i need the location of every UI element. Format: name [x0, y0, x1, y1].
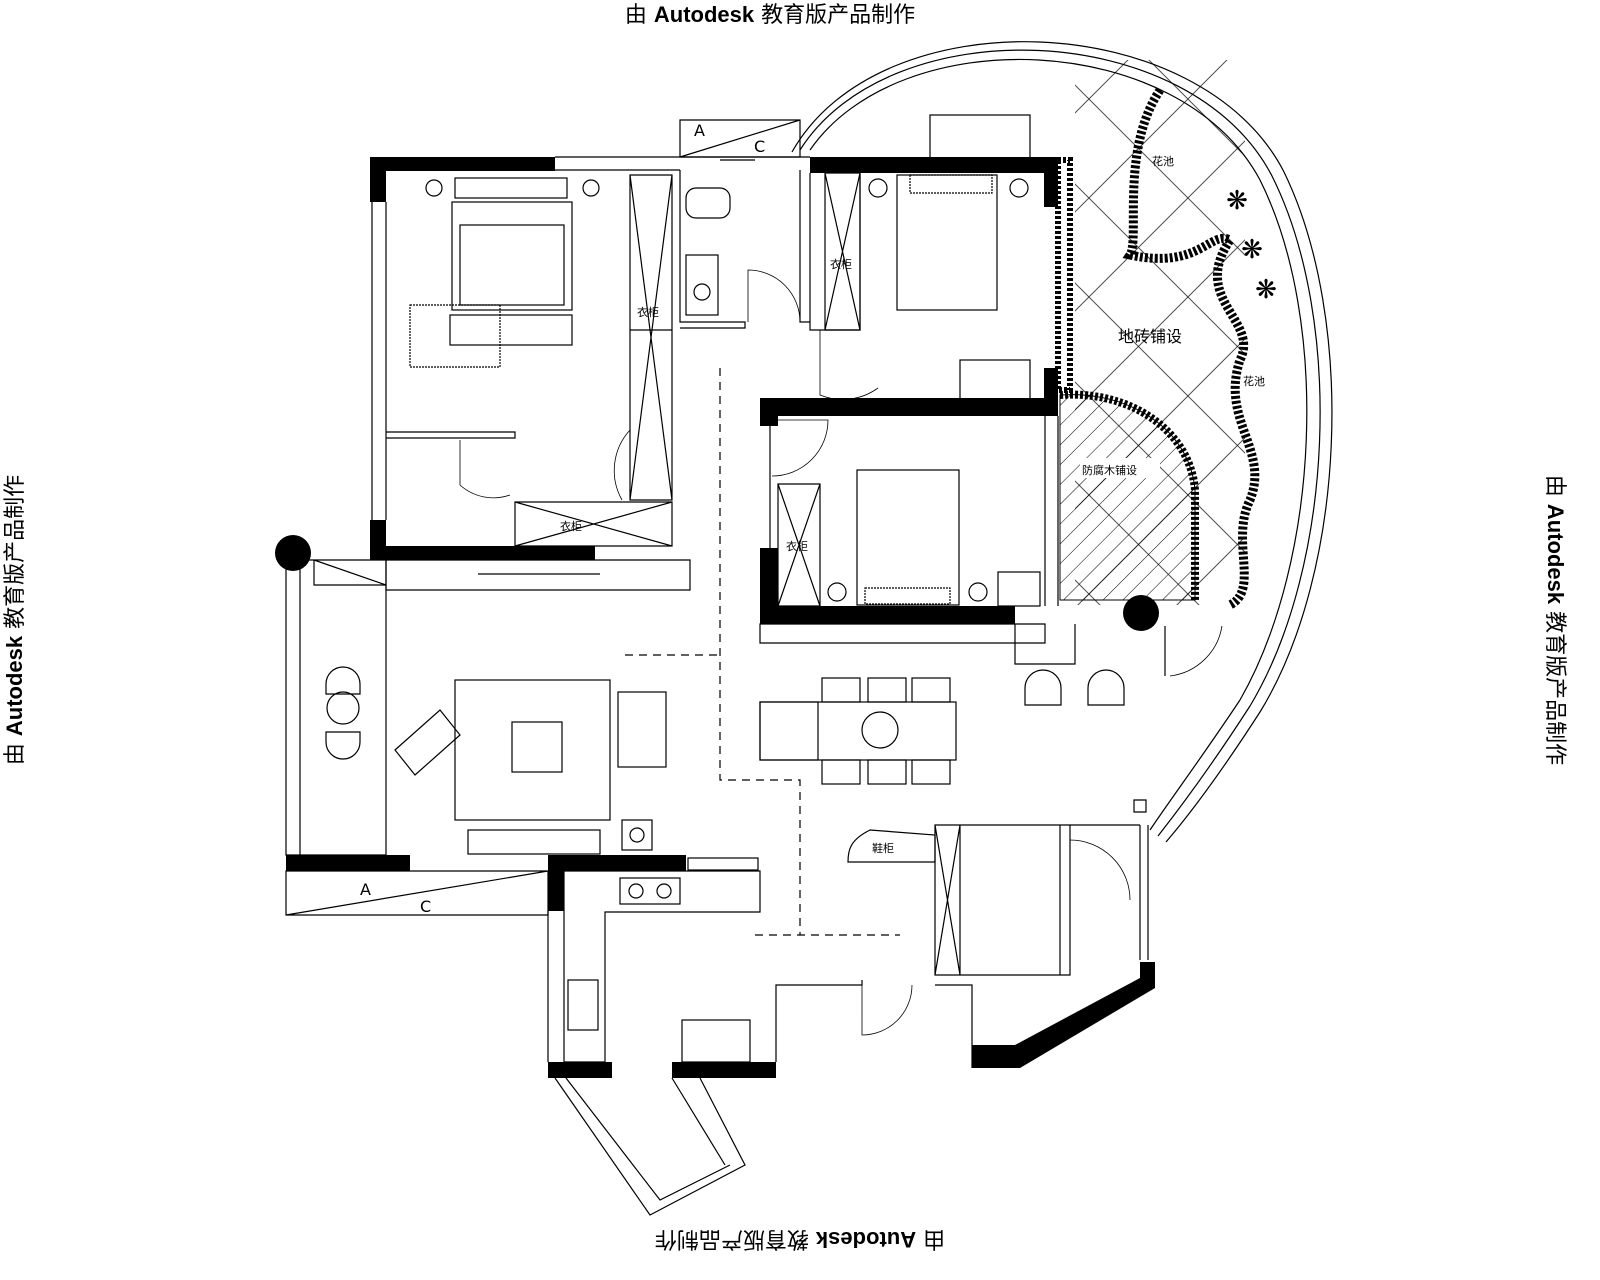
walls: [275, 157, 1159, 1078]
rug: [454, 679, 611, 821]
label-flower-bed: 花池: [1152, 155, 1174, 168]
watermark-right: 由 Autodesk 教育版产品制作: [1542, 475, 1568, 765]
label-c: C: [754, 137, 765, 156]
bed: [856, 469, 960, 606]
label-wardrobe: 衣柜: [786, 539, 808, 553]
furniture: [325, 174, 1125, 1063]
sofa: [467, 829, 601, 855]
sofa: [617, 691, 667, 768]
watermark-bottom: 由 Autodesk 教育版产品制作: [655, 1226, 945, 1252]
label-wardrobe: 衣柜: [637, 305, 659, 319]
bed: [896, 174, 998, 311]
dashed-guide: [625, 368, 900, 936]
doors: [459, 269, 1223, 1036]
svg-text:❋: ❋: [1226, 186, 1248, 216]
watermark-left: 由 Autodesk 教育版产品制作: [2, 475, 28, 765]
garden: 地砖铺设 防腐木铺设 花池 花池 ❋ ❋ ❋: [791, 41, 1333, 843]
label-tile-paving: 地砖铺设: [1118, 327, 1182, 346]
label-a: A: [360, 880, 371, 899]
label-a: A: [694, 121, 705, 140]
svg-text:❋: ❋: [1241, 235, 1263, 265]
label-wardrobe: 衣柜: [830, 257, 852, 271]
label-flower-bed: 花池: [1243, 375, 1265, 388]
label-shoe-cabinet: 鞋柜: [872, 841, 894, 855]
label-wardrobe: 衣柜: [560, 519, 582, 533]
label-c: C: [420, 897, 431, 916]
label-wood-decking: 防腐木铺设: [1082, 463, 1137, 477]
plant-icon: ❋ ❋ ❋: [1226, 186, 1277, 305]
toilet: [685, 187, 731, 219]
outlines: [285, 119, 1166, 1216]
watermark-top: 由 Autodesk 教育版产品制作: [625, 2, 915, 28]
svg-text:❋: ❋: [1255, 275, 1277, 305]
dining-table: [759, 701, 957, 761]
bed: [451, 201, 573, 311]
